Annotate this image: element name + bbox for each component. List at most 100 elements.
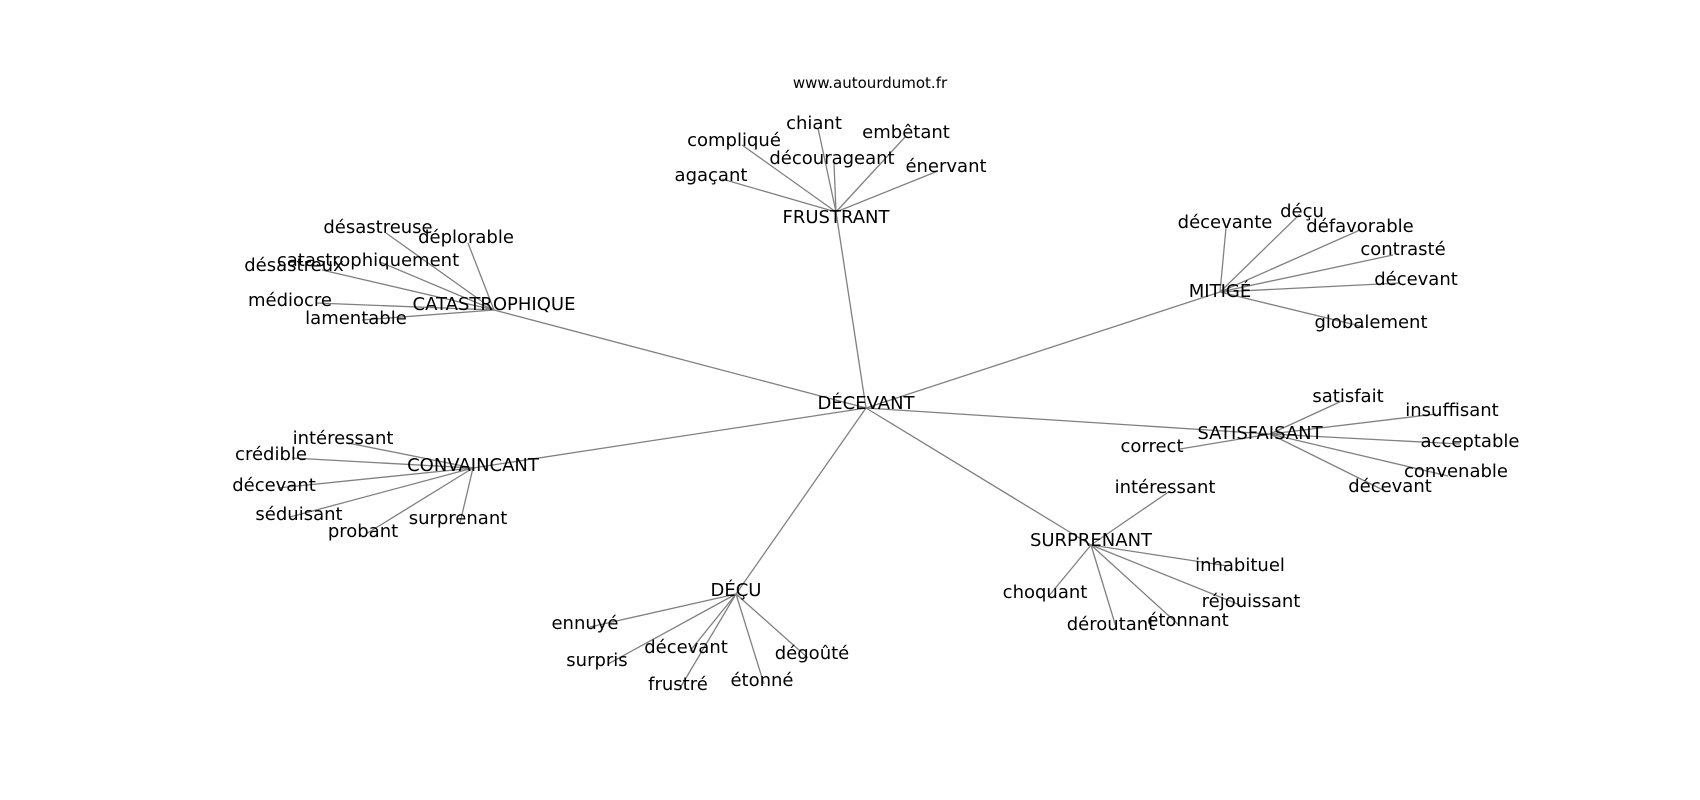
node-leaf-satisfaisant-correct[interactable]: correct [1120,436,1183,457]
node-leaf-convaincant-decevant[interactable]: décevant [232,475,316,496]
edge-catastrophique-mediocre [315,302,495,311]
edge-surprenant-deroutant [1090,544,1117,628]
node-root[interactable]: DÉCEVANT [817,392,915,414]
node-leaf-convaincant-seduisant[interactable]: séduisant [255,504,342,525]
edge-convaincant-credible [291,457,474,469]
edge-surprenant-rejouissant [1090,544,1241,606]
edge-satisfaisant-insuffisant [1269,413,1437,435]
edge-convaincant-interessant [347,442,474,469]
edge-frustrant-complique [741,144,837,213]
edge-mitige-defavorable [1219,229,1361,293]
edge-mitige-decevante [1219,227,1227,293]
node-leaf-satisfaisant-insuffisant[interactable]: insuffisant [1405,400,1498,421]
node-leaf-satisfaisant-satisfait[interactable]: satisfait [1312,386,1383,407]
node-leaf-decu-frustre[interactable]: frustré [648,674,708,695]
node-leaf-convaincant-interessant[interactable]: intéressant [293,428,394,449]
node-leaf-mitige-decevant[interactable]: décevant [1374,269,1458,290]
edge-mitige-contraste [1219,254,1394,293]
node-leaf-catastrophique-lamentable[interactable]: lamentable [305,308,407,329]
edge-surprenant-inhabituel [1090,544,1229,567]
edge-frustrant-chiant [817,127,837,213]
edge-catastrophique-catastrophiquement [379,261,495,311]
node-leaf-satisfaisant-convenable[interactable]: convenable [1404,461,1508,482]
node-leaf-satisfaisant-acceptable[interactable]: acceptable [1421,431,1520,452]
node-leaf-mitige-decevante[interactable]: décevante [1178,212,1273,233]
edge-decu-etonne [735,593,765,685]
node-leaf-frustrant-decourageant[interactable]: décourageant [769,148,894,169]
node-leaf-surprenant-deroutant[interactable]: déroutant [1067,614,1155,635]
node-leaf-catastrophique-desastreuse[interactable]: désastreuse [323,217,432,238]
edge-satisfaisant-decevant [1269,433,1386,492]
node-leaf-frustrant-embetant[interactable]: embêtant [862,122,950,143]
node-leaf-surprenant-inhabituel[interactable]: inhabituel [1195,555,1285,576]
node-leaf-frustrant-agacant[interactable]: agaçant [675,165,748,186]
node-leaf-catastrophique-mediocre[interactable]: médiocre [248,290,332,311]
edge-root-surprenant [865,407,1092,546]
node-leaf-mitige-globalement[interactable]: globalement [1314,312,1427,333]
node-leaf-satisfaisant-decevant[interactable]: décevant [1348,476,1432,497]
edge-mitige-decevant [1219,282,1401,293]
edge-convaincant-decevant [277,467,474,489]
edge-decu-decevant [689,593,737,652]
edge-frustrant-agacant [721,178,837,213]
node-hub-mitige[interactable]: MITIGÉ [1189,280,1251,302]
edge-convaincant-surprenant [459,467,474,524]
edge-mitige-decu [1219,213,1301,293]
node-leaf-surprenant-rejouissant[interactable]: réjouissant [1202,591,1301,612]
edge-frustrant-decourageant [833,162,837,213]
edge-catastrophique-desastreux [321,269,495,311]
node-leaf-decu-decevant[interactable]: décevant [644,637,728,658]
node-leaf-catastrophique-desastreux[interactable]: désastreux [244,255,344,276]
edge-root-decu [735,407,867,595]
node-hub-decu[interactable]: DÉÇU [711,579,762,601]
edge-surprenant-interessant [1090,490,1171,546]
node-leaf-catastrophique-catastrophiquement[interactable]: catastrophiquement [277,250,459,271]
edge-catastrophique-deplorable [467,242,495,311]
node-leaf-frustrant-complique[interactable]: compliqué [687,130,781,151]
edge-surprenant-choquant [1047,544,1092,598]
edge-frustrant-enervant [835,170,939,213]
node-leaf-mitige-contraste[interactable]: contrasté [1360,239,1445,260]
edge-mitige-globalement [1219,291,1365,328]
edge-frustrant-embetant [835,135,907,213]
node-leaf-surprenant-etonnant[interactable]: étonnant [1147,610,1228,631]
node-leaf-frustrant-chiant[interactable]: chiant [786,113,842,134]
node-leaf-decu-degoute[interactable]: dégoûté [775,643,849,664]
node-leaf-mitige-defavorable[interactable]: défavorable [1306,216,1413,237]
node-leaf-decu-surpris[interactable]: surpris [566,650,627,671]
node-leaf-surprenant-choquant[interactable]: choquant [1003,582,1088,603]
node-leaf-convaincant-surprenant[interactable]: surprenant [409,508,508,529]
node-hub-convaincant[interactable]: CONVAINCANT [407,455,540,476]
node-leaf-mitige-decu[interactable]: déçu [1280,201,1324,222]
edge-surprenant-etonnant [1090,544,1181,627]
edge-convaincant-probant [365,467,474,535]
edge-root-mitige [865,291,1221,409]
node-leaf-convaincant-credible[interactable]: crédible [235,444,307,465]
node-hub-frustrant[interactable]: FRUSTRANT [782,207,890,228]
node-hub-catastrophique[interactable]: CATASTROPHIQUE [413,294,576,315]
edge-root-convaincant [472,407,867,469]
edge-root-catastrophique [493,309,867,409]
edge-decu-frustre [679,593,737,689]
node-leaf-frustrant-enervant[interactable]: énervant [905,156,986,177]
edge-catastrophique-desastreuse [385,232,495,311]
node-leaf-decu-etonne[interactable]: étonné [730,670,793,691]
edge-satisfaisant-convenable [1269,433,1449,477]
node-leaf-convaincant-probant[interactable]: probant [328,521,398,542]
edge-satisfaisant-acceptable [1269,433,1461,445]
graph-edges [277,127,1461,689]
edge-decu-ennuye [589,593,737,628]
source-label: www.autourdumot.fr [793,74,948,92]
edge-root-frustrant [835,211,867,409]
node-hub-surprenant[interactable]: SURPRENANT [1030,530,1153,551]
node-leaf-decu-ennuye[interactable]: ennuyé [551,613,618,634]
edge-convaincant-seduisant [289,467,474,518]
edge-root-satisfaisant [865,407,1271,435]
node-hub-satisfaisant[interactable]: SATISFAISANT [1197,423,1323,444]
node-leaf-catastrophique-deplorable[interactable]: déplorable [418,227,514,248]
edge-catastrophique-lamentable [361,309,495,321]
node-leaf-surprenant-interessant[interactable]: intéressant [1115,477,1216,498]
edge-decu-surpris [607,593,737,665]
